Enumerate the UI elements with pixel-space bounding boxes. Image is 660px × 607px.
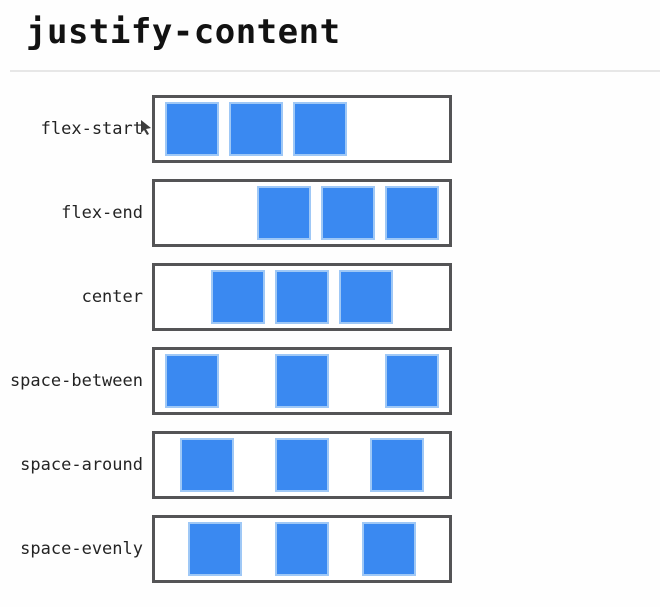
row-label: space-evenly xyxy=(20,539,143,559)
flex-container-box xyxy=(152,95,452,163)
flex-item-square xyxy=(275,522,329,576)
demo-row-flex-start: flex-start xyxy=(0,95,660,163)
demo-rows: flex-start flex-end center xyxy=(0,95,660,599)
flex-container-box xyxy=(152,515,452,583)
row-label: center xyxy=(81,287,143,307)
title-divider xyxy=(10,70,660,72)
demo-row-space-around: space-around xyxy=(0,431,660,499)
row-label: space-around xyxy=(20,455,143,475)
flex-item-square xyxy=(369,438,424,492)
flex-item-square xyxy=(165,102,219,156)
row-label: space-between xyxy=(9,371,143,391)
flex-item-square xyxy=(274,438,329,492)
flex-item-square xyxy=(211,270,265,324)
flex-item-square xyxy=(180,438,235,492)
flex-item-square xyxy=(188,522,242,576)
flex-item-square xyxy=(385,354,439,408)
flex-item-square xyxy=(275,354,329,408)
flex-container-box xyxy=(152,179,452,247)
flex-container-box xyxy=(152,431,452,499)
flex-item-square xyxy=(385,186,439,240)
page-title: justify-content xyxy=(26,12,341,52)
flex-item-square xyxy=(293,102,347,156)
flex-container-box xyxy=(152,263,452,331)
flex-item-square xyxy=(257,186,311,240)
flex-item-square xyxy=(362,522,416,576)
flex-item-square xyxy=(165,354,219,408)
flex-container-box xyxy=(152,347,452,415)
flex-item-square xyxy=(339,270,393,324)
flex-item-square xyxy=(275,270,329,324)
demo-row-center: center xyxy=(0,263,660,331)
demo-row-space-between: space-between xyxy=(0,347,660,415)
row-label: flex-end xyxy=(61,203,143,223)
demo-row-flex-end: flex-end xyxy=(0,179,660,247)
flex-item-square xyxy=(229,102,283,156)
demo-row-space-evenly: space-evenly xyxy=(0,515,660,583)
flex-item-square xyxy=(321,186,375,240)
row-label: flex-start xyxy=(40,119,143,139)
